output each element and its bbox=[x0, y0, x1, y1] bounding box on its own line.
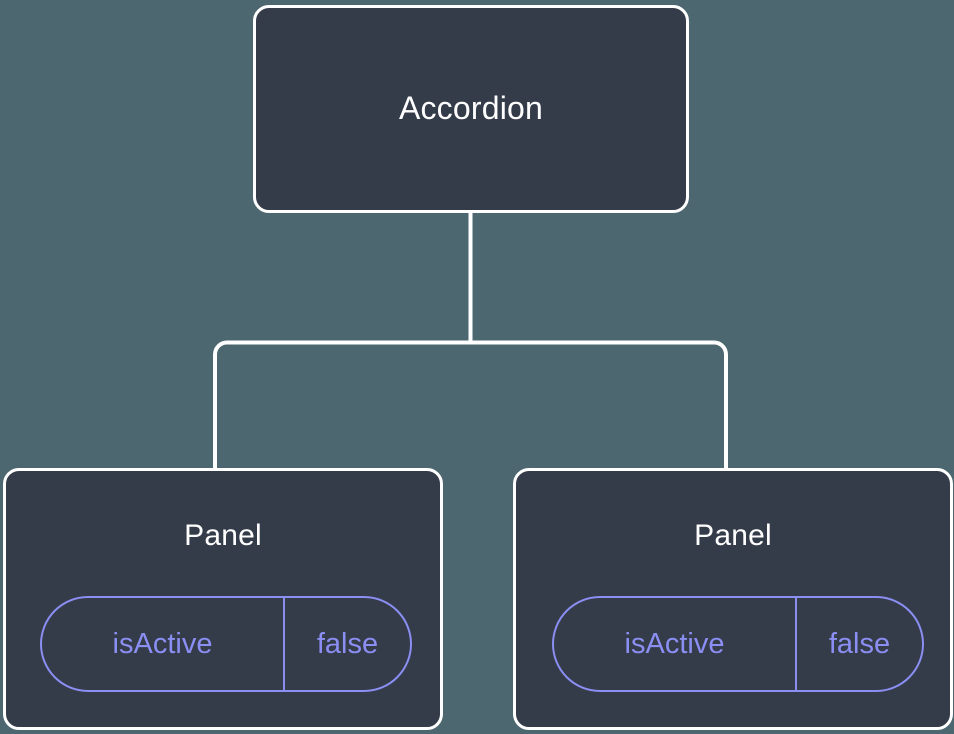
node-panel-right-title: Panel bbox=[694, 519, 772, 552]
state-value-label: false bbox=[795, 598, 922, 690]
state-value-label: false bbox=[283, 598, 410, 690]
state-key-label: isActive bbox=[624, 627, 725, 660]
state-badge-panel-right[interactable]: isActive false bbox=[552, 596, 924, 692]
node-panel-left-title: Panel bbox=[184, 519, 262, 552]
edge-accordion-to-panel-left bbox=[213, 340, 471, 470]
edge-accordion-to-panel-right bbox=[470, 340, 728, 470]
node-accordion[interactable]: Accordion bbox=[253, 5, 689, 213]
node-panel-right[interactable]: Panel isActive false bbox=[513, 468, 953, 730]
state-key-label: isActive bbox=[112, 627, 213, 660]
state-badge-panel-left[interactable]: isActive false bbox=[40, 596, 412, 692]
node-panel-left[interactable]: Panel isActive false bbox=[3, 468, 443, 730]
node-accordion-title: Accordion bbox=[398, 90, 544, 127]
